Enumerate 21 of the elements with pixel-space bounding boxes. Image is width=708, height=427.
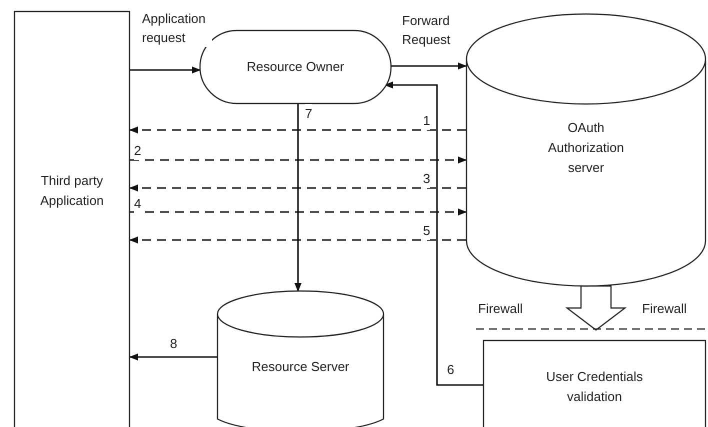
block-arrow <box>565 285 627 331</box>
node-label: Third party Application <box>39 172 105 210</box>
process-box <box>483 340 706 427</box>
dashed-arrow <box>130 156 467 164</box>
database-cylinder <box>217 291 384 427</box>
node-label: OAuth Authorization server <box>547 119 625 177</box>
node-label: User Credentials validation <box>545 368 644 406</box>
node-label: Resource Owner <box>246 58 346 76</box>
arrow <box>130 66 201 74</box>
database-cylinder <box>466 14 706 286</box>
arrow <box>294 104 302 292</box>
dashed-arrow <box>129 184 466 192</box>
application-box <box>14 11 130 427</box>
dashed-arrow <box>130 208 467 216</box>
arrow <box>391 62 467 70</box>
arrow <box>384 81 483 386</box>
node-label: Resource Server <box>250 358 350 376</box>
dashed-arrow <box>129 236 466 244</box>
process-terminal <box>200 30 391 104</box>
arrow <box>129 353 217 361</box>
dashed-arrow <box>129 126 466 134</box>
